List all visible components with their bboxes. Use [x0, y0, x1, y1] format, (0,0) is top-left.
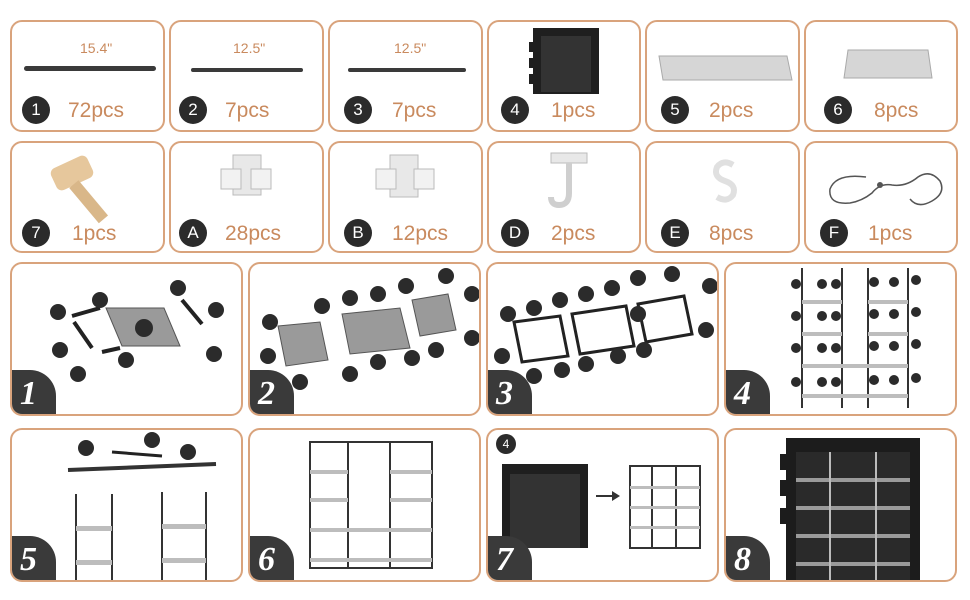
part-number-badge: 1	[22, 96, 50, 124]
part-card-1: 15.4" 1 72pcs	[10, 20, 165, 132]
part-card-4: 4 1pcs	[487, 20, 641, 132]
part-dimension: 12.5"	[233, 40, 266, 56]
part-quantity: 8pcs	[709, 222, 754, 245]
part-card-2: 12.5" 2 7pcs	[169, 20, 324, 132]
part-quantity: 7pcs	[392, 99, 437, 122]
step-card-5: 5	[10, 428, 243, 582]
part-dimension: 12.5"	[394, 40, 427, 56]
part-dimension: 15.4"	[80, 40, 113, 56]
part-quantity: 2pcs	[709, 99, 754, 122]
part-quantity: 1pcs	[72, 222, 117, 245]
step-1-diagram	[50, 280, 224, 382]
part-card-3: 12.5" 3 7pcs	[328, 20, 483, 132]
step-number: 2	[250, 370, 294, 414]
small-shelf-image	[843, 49, 933, 79]
part-number-badge: 4	[501, 96, 529, 124]
short-rod-image	[348, 68, 466, 72]
step-6-diagram	[309, 441, 433, 569]
step-number: 7	[488, 536, 532, 580]
part-letter-badge: B	[344, 219, 372, 247]
part-quantity: 72pcs	[68, 99, 125, 122]
part-quantity: 28pcs	[225, 222, 282, 245]
part-card-E: E 8pcs	[645, 141, 800, 253]
hook-d-image	[548, 152, 588, 209]
part-letter-badge: E	[661, 219, 689, 247]
part-letter-badge: A	[179, 219, 207, 247]
connector-a-image	[220, 154, 272, 196]
step-2-diagram	[260, 268, 479, 390]
step-callout-badge: 4	[496, 434, 516, 454]
step-number: 4	[726, 370, 770, 414]
part-card-A: A 28pcs	[169, 141, 324, 253]
connector-b-image	[375, 154, 435, 198]
step-3-diagram	[494, 266, 717, 384]
part-number-badge: 3	[344, 96, 372, 124]
step-7-diagram	[502, 464, 701, 549]
part-quantity: 7pcs	[225, 99, 270, 122]
s-hook-e-image	[713, 159, 737, 203]
step-8-assembled-wardrobe	[780, 438, 920, 580]
step-card-4: 4	[724, 262, 957, 416]
part-quantity: 8pcs	[874, 99, 919, 122]
step-4-diagram	[791, 268, 921, 408]
part-letter-badge: F	[820, 219, 848, 247]
part-quantity: 1pcs	[868, 222, 913, 245]
wardrobe-cover-image	[529, 28, 599, 94]
part-card-B: B 12pcs	[328, 141, 483, 253]
part-card-D: D 2pcs	[487, 141, 641, 253]
step-card-3: 3	[486, 262, 719, 416]
short-rod-image	[191, 68, 303, 72]
part-card-F: F 1pcs	[804, 141, 958, 253]
step-number: 1	[12, 370, 56, 414]
part-quantity: 2pcs	[551, 222, 596, 245]
step-number: 5	[12, 536, 56, 580]
part-number-badge: 7	[22, 219, 50, 247]
large-shelf-image	[658, 55, 793, 81]
part-number-badge: 5	[661, 96, 689, 124]
step-card-8: 8	[724, 428, 957, 582]
part-card-5: 5 2pcs	[645, 20, 800, 132]
mallet-image	[50, 155, 109, 224]
step-card-2: 2	[248, 262, 481, 416]
part-card-6: 6 8pcs	[804, 20, 958, 132]
long-rod-image	[24, 66, 156, 71]
step-number: 8	[726, 536, 770, 580]
step-5-diagram	[67, 432, 217, 580]
part-card-7: 7 1pcs	[10, 141, 165, 253]
part-number-badge: 2	[179, 96, 207, 124]
step-number: 3	[488, 370, 532, 414]
part-number-badge: 6	[824, 96, 852, 124]
part-quantity: 1pcs	[551, 99, 596, 122]
step-card-6: 6	[248, 428, 481, 582]
part-quantity: 12pcs	[392, 222, 449, 245]
part-letter-badge: D	[501, 219, 529, 247]
step-card-1: 1	[10, 262, 243, 416]
cable-f-image	[829, 173, 943, 206]
step-number: 6	[250, 536, 294, 580]
step-card-7: 4 7	[486, 428, 719, 582]
